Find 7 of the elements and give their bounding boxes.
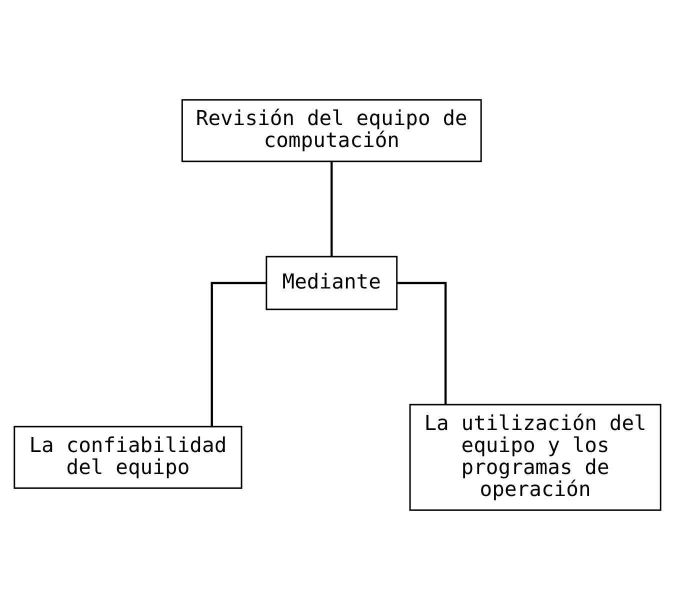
- connector: [330, 160, 333, 256]
- node-box: Revisión del equipo de computación: [181, 98, 482, 162]
- node-box: La confiabilidad del equipo: [14, 425, 242, 488]
- connector: [210, 281, 266, 426]
- node-box: Mediante: [266, 255, 398, 310]
- node-box: La utilización del equipo y los programas de operación: [409, 403, 662, 510]
- connector: [397, 281, 447, 404]
